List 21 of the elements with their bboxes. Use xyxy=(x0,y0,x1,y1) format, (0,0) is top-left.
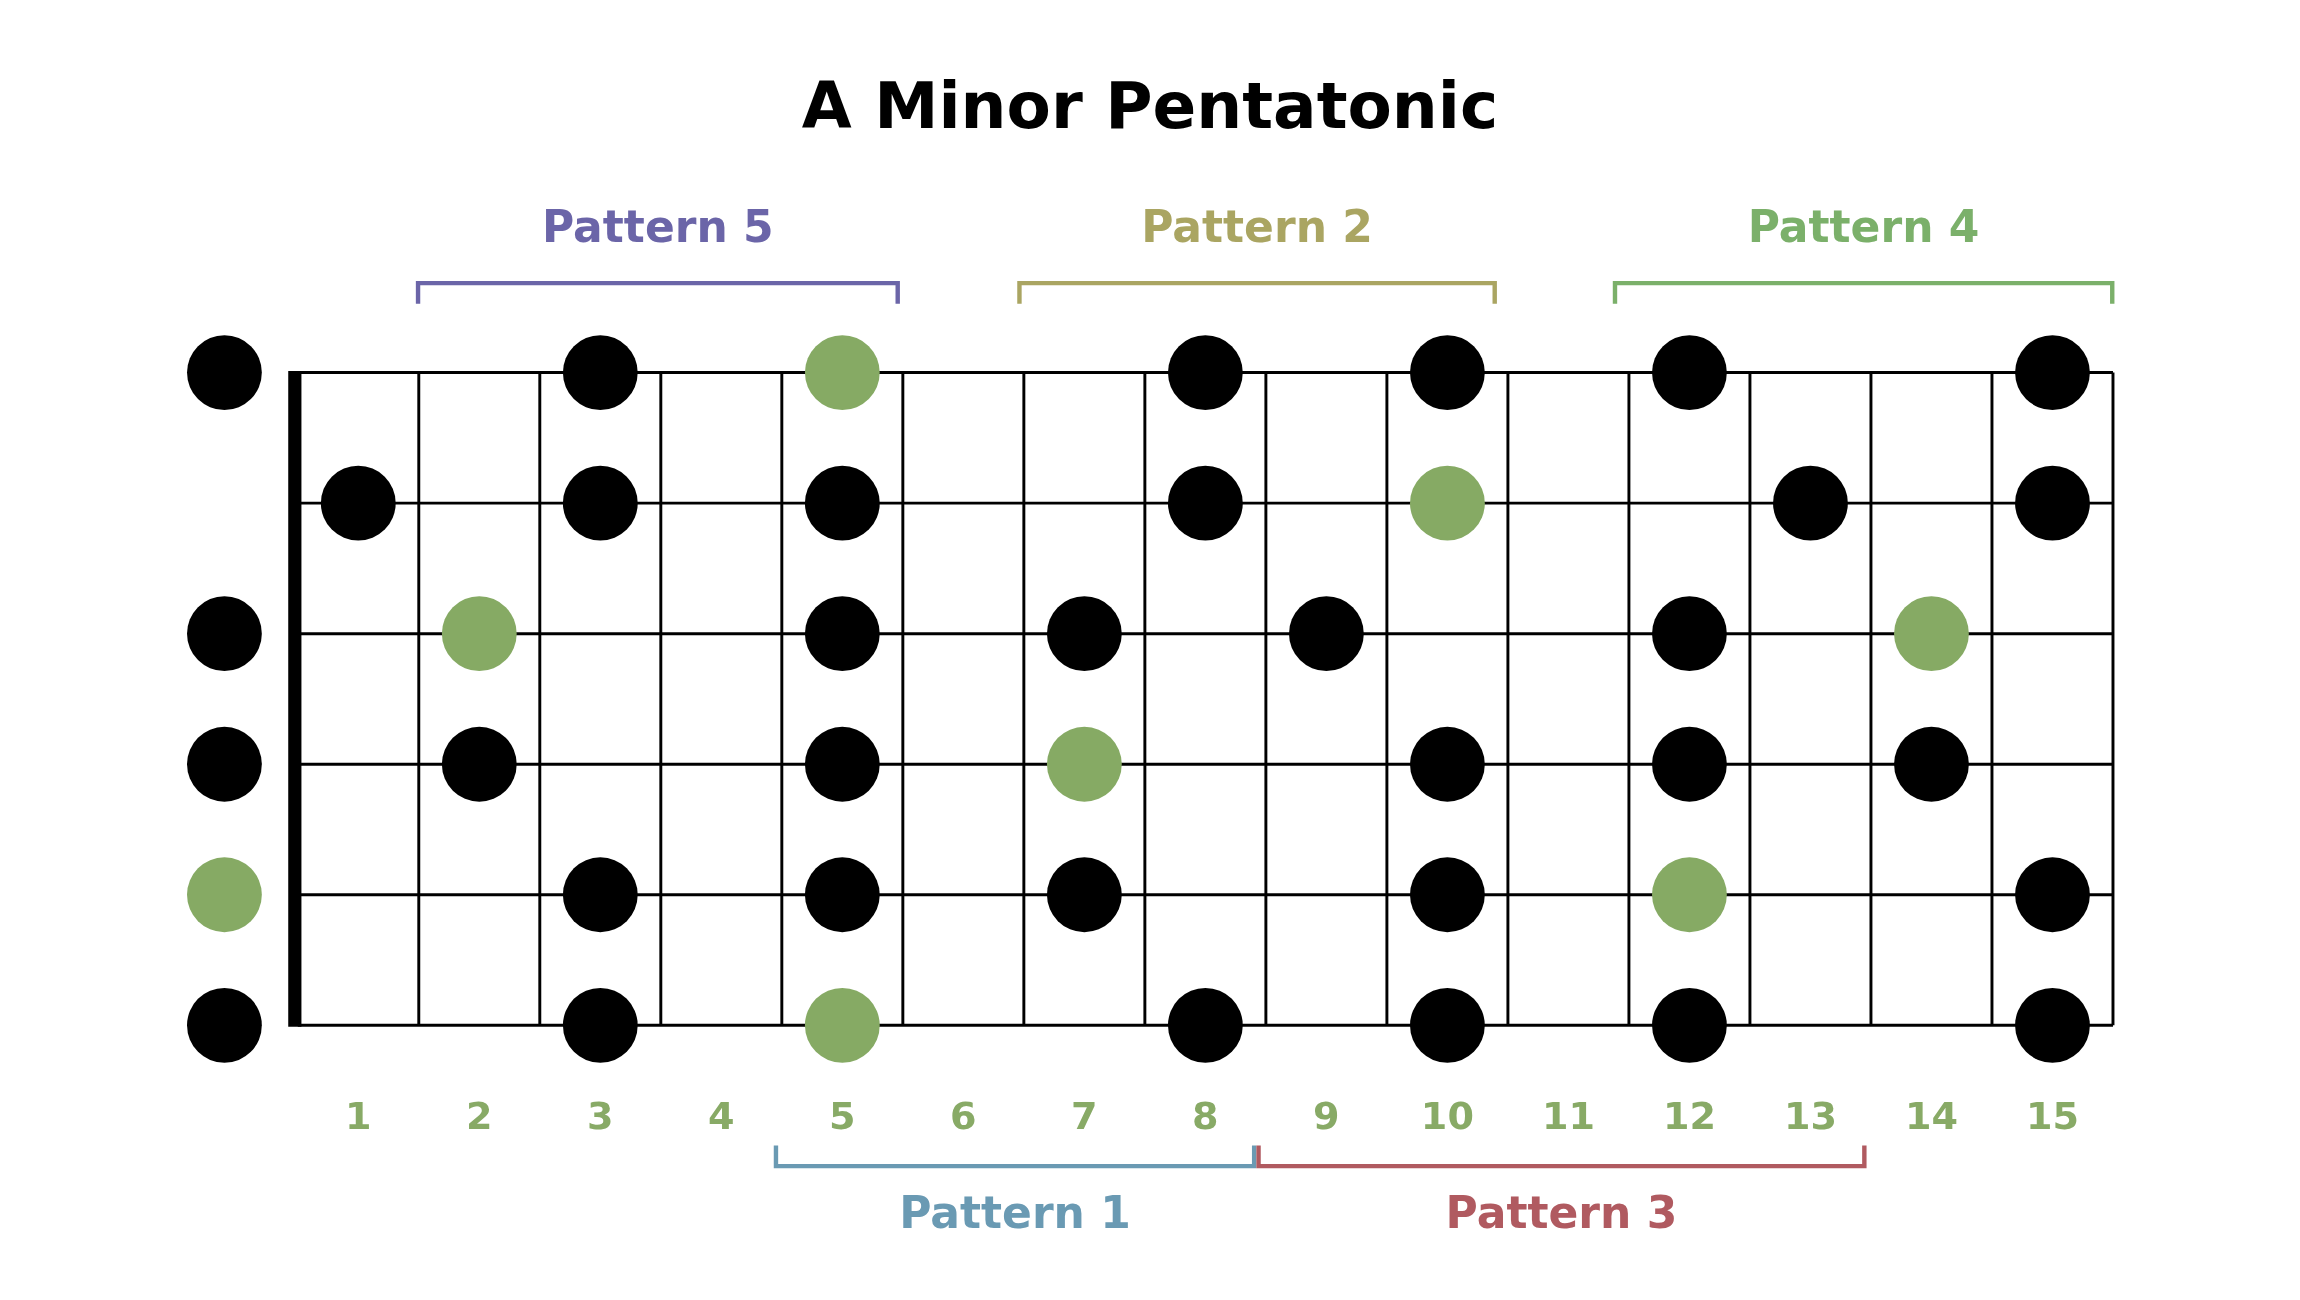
fret-number: 5 xyxy=(829,1097,856,1136)
fret-number: 12 xyxy=(1662,1097,1716,1136)
fret-number: 4 xyxy=(708,1097,735,1136)
pattern-label: Pattern 1 xyxy=(899,1191,1131,1236)
title: A Minor Pentatonic xyxy=(801,73,1499,138)
fret-number: 9 xyxy=(1313,1097,1340,1136)
pattern-label: Pattern 3 xyxy=(1445,1191,1678,1236)
fret-number: 8 xyxy=(1192,1097,1219,1136)
fret-number: 14 xyxy=(1904,1097,1958,1136)
pattern-label: Pattern 4 xyxy=(1747,205,1980,250)
fret-number: 13 xyxy=(1783,1097,1837,1136)
fret-number: 6 xyxy=(950,1097,977,1136)
fret-number: 15 xyxy=(2025,1097,2079,1136)
fret-number: 3 xyxy=(587,1097,614,1136)
fret-number: 11 xyxy=(1541,1097,1595,1136)
fret-number: 7 xyxy=(1071,1097,1098,1136)
pattern-label: Pattern 5 xyxy=(542,205,774,250)
pattern-label: Pattern 2 xyxy=(1141,205,1373,250)
fret-number: 2 xyxy=(466,1097,493,1136)
fret-number: 1 xyxy=(345,1097,372,1136)
fret-number: 10 xyxy=(1420,1097,1474,1136)
